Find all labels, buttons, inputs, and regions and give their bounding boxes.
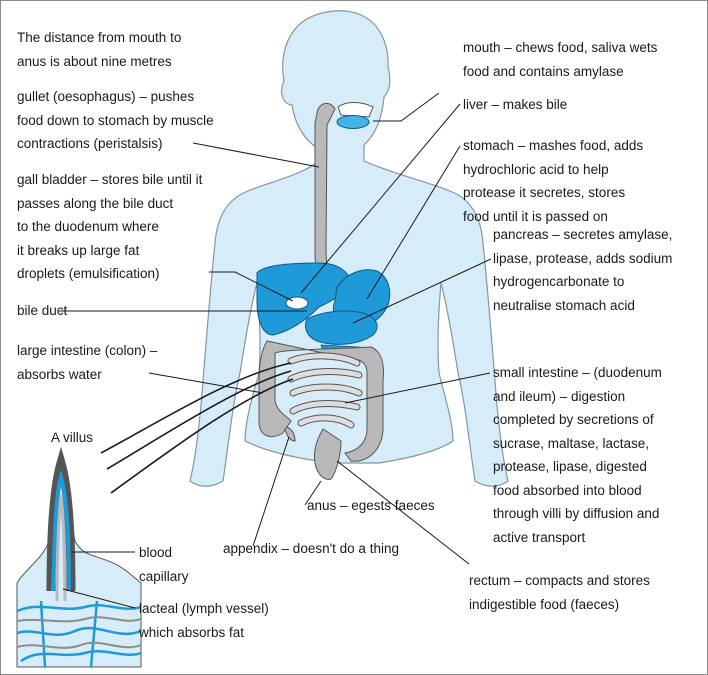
tongue xyxy=(337,116,369,129)
label-stomach: stomach – mashes food, adds hydrochloric… xyxy=(463,134,643,228)
label-mouth: mouth – chews food, saliva wets food and… xyxy=(463,36,657,83)
label-gall-bladder: gall bladder – stores bile until it pass… xyxy=(17,168,202,286)
label-rectum: rectum – compacts and stores indigestibl… xyxy=(469,569,650,616)
label-small-intestine: small intestine – (duodenum and ileum) –… xyxy=(493,361,662,549)
label-appendix: appendix – doesn't do a thing xyxy=(223,537,399,561)
label-lacteal: lacteal (lymph vessel) which absorbs fat xyxy=(139,597,269,644)
mouth-cavity xyxy=(338,103,373,118)
label-gullet: gullet (oesophagus) – pushes food down t… xyxy=(17,85,214,156)
villus-background xyxy=(17,455,141,667)
label-pancreas: pancreas – secretes amylase, lipase, pro… xyxy=(493,223,672,317)
body-silhouette xyxy=(190,11,508,486)
villus-inset xyxy=(17,455,141,667)
label-liver: liver – makes bile xyxy=(463,93,567,117)
label-blood-capillary: blood capillary xyxy=(139,541,189,588)
label-bile-duct: bile duct xyxy=(17,299,67,323)
label-large-intestine: large intestine (colon) – absorbs water xyxy=(17,339,157,386)
leader-appendix xyxy=(253,437,289,546)
label-anus: anus – egests faeces xyxy=(307,494,435,518)
label-villus-title: A villus xyxy=(51,426,93,450)
intro-note: The distance from mouth to anus is about… xyxy=(17,26,181,73)
pancreas xyxy=(305,311,377,344)
